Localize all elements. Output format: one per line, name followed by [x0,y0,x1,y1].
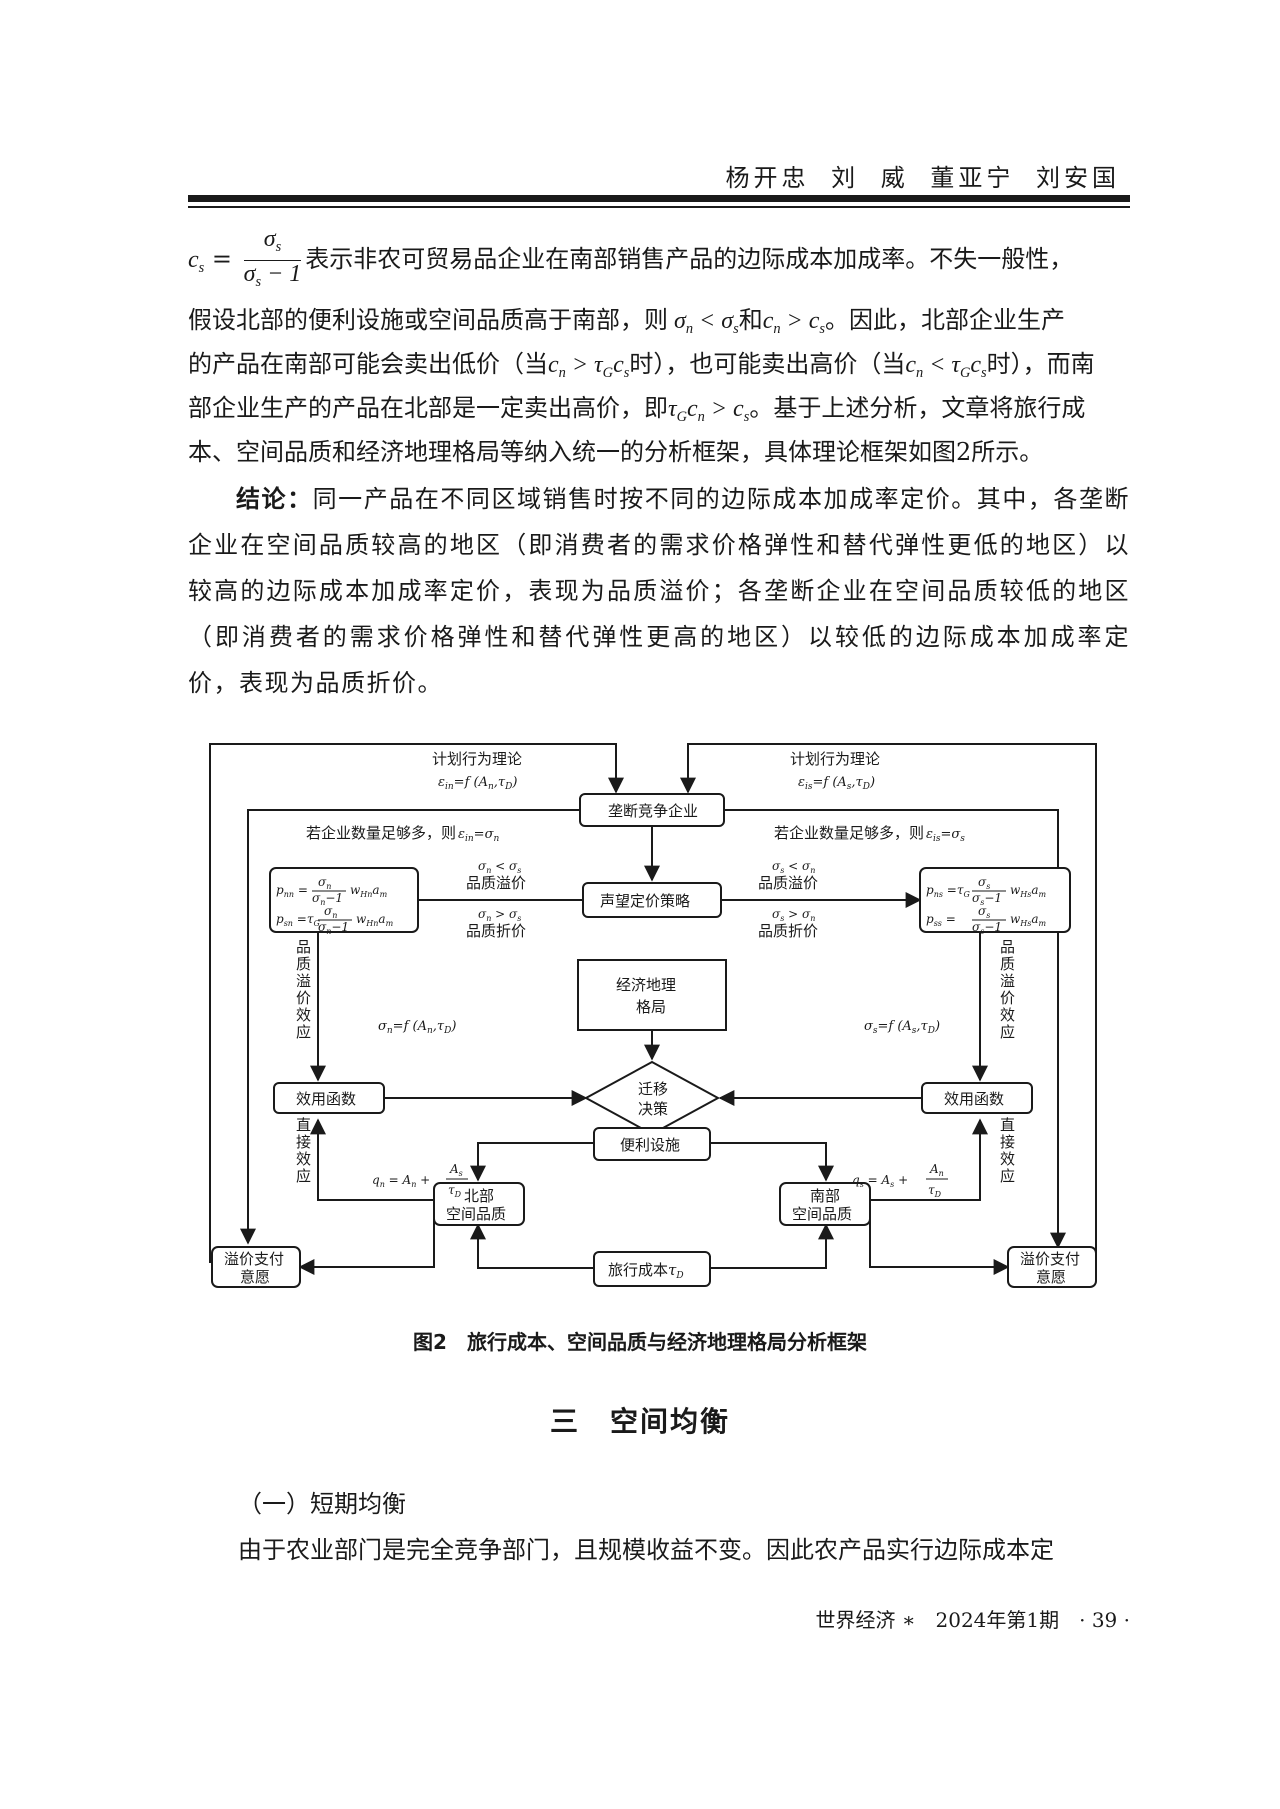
figure-caption: 图2 旅行成本、空间品质与经济地理格局分析框架 [413,1330,867,1354]
figure-2-framework-diagram: 计划行为理论 εin=f (An,τD) 计划行为理论 εis=f (As,τD… [188,740,1118,1304]
right-condition-label: 若企业数量足够多，则 [774,824,924,842]
svg-text:εin=f (An,τD): εin=f (An,τD) [438,775,517,792]
top-left-theory-label: 计划行为理论 [432,750,522,768]
svg-text:σn < σs: σn < σs [478,859,521,875]
left-vertical-direct-label: 直接效应 [296,1116,311,1185]
econgeo-label-1: 经济地理 [616,976,676,994]
inner-left-arrow [240,809,580,1245]
svg-text:wHsam: wHsam [1010,912,1047,928]
svg-text:εin=σn: εin=σn [458,827,499,844]
left-condition-label: 若企业数量足够多，则 [306,824,456,842]
svg-text:pss =: pss = [926,912,956,928]
monopoly-box [579,793,725,827]
conclusion-text: 同一产品在不同区域销售时按不同的边际成本加成率定价。其中，各垄断企业在空间品质较… [188,485,1131,697]
page-footer: 世界经济 ∗ 2024年第1期 · 39 · [815,1608,1130,1632]
south-label-2: 空间品质 [792,1205,852,1223]
right-wtp-label-2: 意愿 [1036,1268,1066,1286]
body-line-4: 部企业生产的产品在北部是一定卖出高价，即τGcn > cs。基于上述分析，文章将… [188,394,1086,426]
svg-text:σs < σn: σs < σn [772,859,815,875]
monopoly-label: 垄断竞争企业 [608,802,698,820]
pricing-box [582,882,722,918]
left-wtp-box [211,1246,301,1288]
right-vertical-premium-label: 品质溢价效应 [1000,938,1015,1041]
section-title: 三 空间均衡 [549,1405,730,1438]
econgeo-box [577,959,727,1031]
svg-text:εis=f (As,τD): εis=f (As,τD) [798,775,875,792]
inner-right-arrow [724,809,1066,1249]
left-price-box [269,867,419,933]
svg-text:σs > σn: σs > σn [772,907,815,923]
svg-text:wHsam: wHsam [1010,883,1047,899]
svg-text:As: As [449,1162,463,1178]
svg-text:wHnam: wHnam [356,912,394,928]
header-rule-thick [188,195,1130,202]
header-rule-thin [188,206,1130,208]
left-wtp-label-1: 溢价支付 [224,1250,284,1268]
right-premium-label: 品质溢价 [758,874,818,892]
running-header-authors: 杨开忠 刘 威 董亚宁 刘安国 [725,164,1120,192]
travel-cost-box [593,1251,711,1287]
north-to-wtp-arrow [298,1210,435,1275]
south-to-wtp-arrow [869,1210,1010,1275]
south-label-1: 南部 [810,1187,840,1205]
svg-text:σn−1: σn−1 [312,891,343,907]
body-line-2: 假设北部的便利设施或空间品质高于南部，则 σn < σs和cn > cs。因此，… [188,306,1066,338]
body-last-line: 由于农业部门是完全竞争部门，且规模收益不变。因此农产品实行边际成本定 [238,1536,1054,1564]
migration-label-2: 决策 [638,1100,668,1118]
right-utility-box [921,1082,1033,1114]
svg-text:σn=f (An,τD): σn=f (An,τD) [378,1019,456,1036]
svg-text:εis=σs: εis=σs [926,827,965,844]
econgeo-label-2: 格局 [636,998,666,1016]
left-premium-label: 品质溢价 [466,874,526,892]
south-box [779,1182,871,1226]
conclusion-paragraph: 结论：同一产品在不同区域销售时按不同的边际成本加成率定价。其中，各垄断企业在空间… [188,476,1130,706]
right-wtp-label-1: 溢价支付 [1020,1250,1080,1268]
travel-to-north-arrow [470,1223,594,1269]
left-discount-label: 品质折价 [466,922,526,940]
body-line-5: 本、空间品质和经济地理格局等纳入统一的分析框架，具体理论框架如图2所示。 [188,438,1044,466]
amenity-label: 便利设施 [620,1136,680,1154]
right-vertical-direct-label: 直接效应 [1000,1116,1015,1185]
left-vertical-premium-label: 品质溢价效应 [296,938,311,1041]
left-utility-label: 效用函数 [296,1090,356,1108]
svg-text:σs−1: σs−1 [972,920,1002,936]
right-price-box [919,867,1071,933]
subsection-title: （一）短期均衡 [238,1490,406,1518]
svg-text:σn−1: σn−1 [318,920,349,936]
right-wtp-box [1007,1246,1097,1288]
amenity-to-north-arrow [470,1142,594,1182]
north-to-utility-arrow [310,1118,434,1201]
travel-cost-label: 旅行成本τD [608,1261,684,1281]
north-label-2: 空间品质 [446,1205,506,1223]
left-wtp-label-2: 意愿 [240,1268,270,1286]
outer-left-loop-arrow [209,743,624,1263]
amenity-to-south-arrow [710,1142,834,1182]
svg-text:qs = As +: qs = As + [852,1173,908,1189]
svg-text:σn > σs: σn > σs [478,907,521,923]
svg-text:wHnam: wHnam [350,883,388,899]
svg-text:σs=f (As,τD): σs=f (As,τD) [864,1019,940,1036]
north-box [433,1182,525,1226]
travel-to-south-arrow [710,1223,834,1269]
conclusion-label: 结论： [236,485,313,513]
left-utility-box [273,1082,385,1114]
body-line-3: 的产品在南部可能会卖出低价（当cn > τGcs时），也可能卖出高价（当cn <… [188,350,1095,382]
svg-text:qn = An +: qn = An + [372,1173,430,1189]
pricing-label: 声望定价策略 [600,892,690,910]
south-to-utility-arrow [870,1118,988,1201]
migration-label-1: 迁移 [638,1080,668,1098]
migration-diamond [583,1060,721,1136]
north-label-1: 北部 [464,1187,494,1205]
right-utility-label: 效用函数 [944,1090,1004,1108]
right-discount-label: 品质折价 [758,922,818,940]
svg-text:σs−1: σs−1 [972,891,1002,907]
amenity-box [593,1127,711,1161]
top-right-theory-label: 计划行为理论 [790,750,880,768]
svg-text:An: An [929,1162,944,1178]
svg-text:τD: τD [928,1183,942,1199]
